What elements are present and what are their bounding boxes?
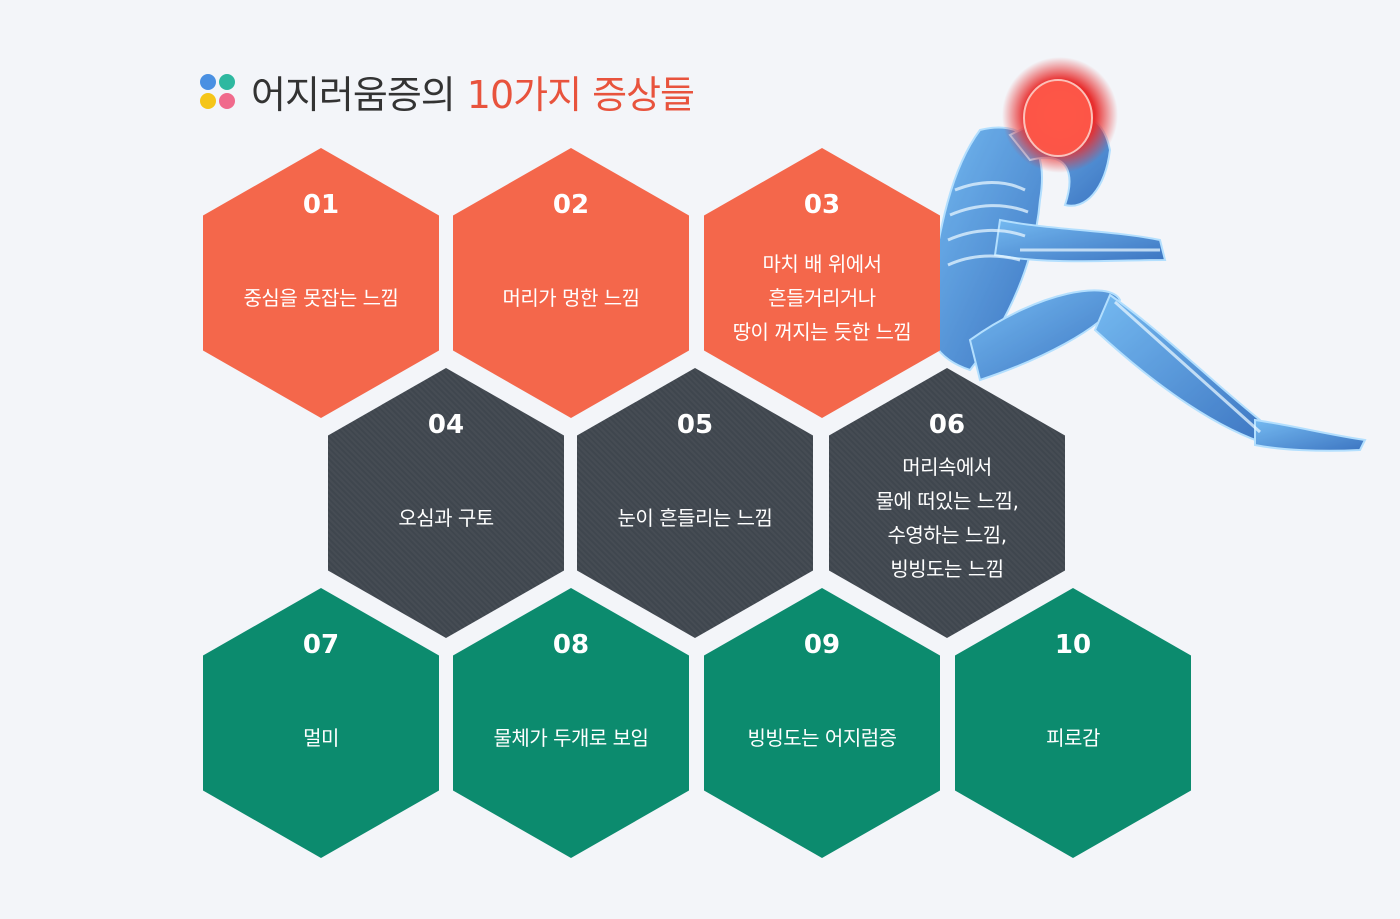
- symptom-label: 마치 배 위에서 흔들거리거나 땅이 꺼지는 듯한 느낌: [732, 252, 912, 344]
- symptom-number: 02: [552, 190, 590, 220]
- symptom-hex-10: 10 피로감: [955, 588, 1191, 858]
- symptom-hex-05: 05 눈이 흔들리는 느낌: [577, 368, 813, 638]
- symptom-number: 09: [803, 630, 841, 660]
- title-main: 어지러움증의: [251, 72, 456, 117]
- symptom-number: 10: [1054, 630, 1092, 660]
- symptom-number: 04: [427, 410, 465, 440]
- symptom-label: 물체가 두개로 보임: [493, 726, 649, 750]
- symptom-hex-09: 09 빙빙도는 어지럼증: [704, 588, 940, 858]
- symptom-hex-01: 01 중심을 못잡는 느낌: [203, 148, 439, 418]
- symptom-label: 멀미: [303, 726, 339, 750]
- symptom-label: 눈이 흔들리는 느낌: [617, 506, 773, 530]
- symptom-number: 01: [302, 190, 340, 220]
- symptom-label: 머리가 멍한 느낌: [502, 286, 640, 310]
- title-accent: 10가지 증상들: [466, 72, 695, 117]
- page-title: 어지러움증의 10가지 증상들: [200, 66, 695, 117]
- logo-dot: [219, 73, 235, 90]
- logo-dots-icon: [200, 73, 235, 109]
- symptom-number: 08: [552, 630, 590, 660]
- symptom-number: 05: [676, 410, 714, 440]
- symptom-hex-07: 07 멀미: [203, 588, 439, 858]
- logo-dot: [200, 92, 216, 109]
- symptom-label: 빙빙도는 어지럼증: [747, 726, 897, 750]
- logo-dot: [219, 92, 235, 109]
- symptom-label: 중심을 못잡는 느낌: [243, 286, 399, 310]
- logo-dot: [200, 73, 216, 90]
- skeleton-figure-illustration: [926, 57, 1367, 452]
- symptom-number: 06: [928, 410, 966, 440]
- symptom-label: 오심과 구토: [398, 506, 494, 530]
- symptom-label: 피로감: [1046, 726, 1100, 750]
- symptom-number: 07: [302, 630, 340, 660]
- symptom-hex-08: 08 물체가 두개로 보임: [453, 588, 689, 858]
- symptom-hex-04: 04 오심과 구토: [328, 368, 564, 638]
- symptom-hex-02: 02 머리가 멍한 느낌: [453, 148, 689, 418]
- symptom-label: 머리속에서 물에 떠있는 느낌, 수영하는 느낌, 빙빙도는 느낌: [875, 455, 1019, 581]
- symptom-number: 03: [803, 190, 841, 220]
